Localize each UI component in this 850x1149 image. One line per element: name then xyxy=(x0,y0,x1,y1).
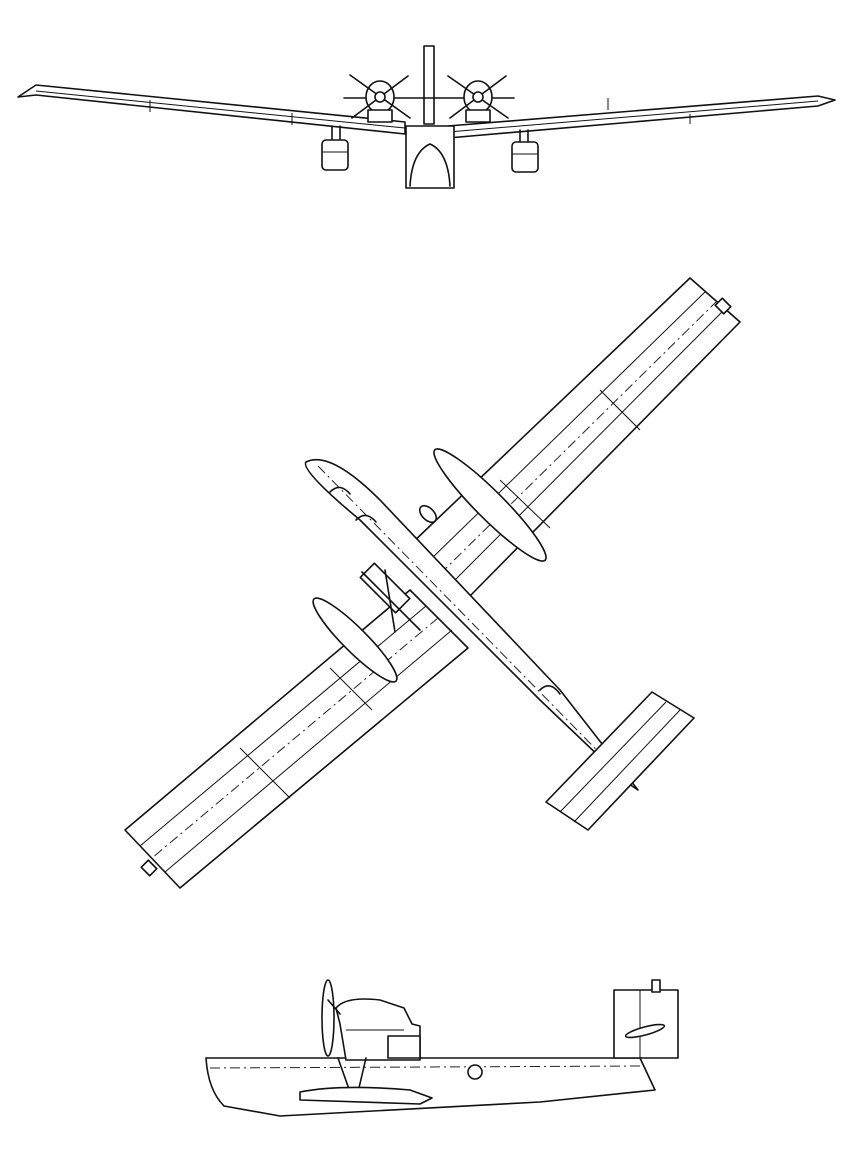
plan-left-propeller xyxy=(312,597,398,683)
front-right-engine xyxy=(447,75,509,123)
front-hull xyxy=(405,125,455,189)
side-tail-fin xyxy=(613,979,679,1059)
plan-right-propeller xyxy=(433,448,547,562)
plan-view xyxy=(124,277,741,889)
side-float xyxy=(299,1057,433,1105)
plan-hull xyxy=(304,458,639,791)
front-left-engine xyxy=(349,74,411,123)
side-propeller xyxy=(321,979,341,1057)
plan-tailplane xyxy=(545,691,695,831)
side-hull xyxy=(205,1057,656,1117)
side-engine-nacelle xyxy=(335,998,421,1061)
plan-left-wing xyxy=(124,589,469,889)
front-right-float xyxy=(511,129,539,173)
front-view xyxy=(17,45,836,189)
plan-engine-nacelle xyxy=(359,504,438,633)
front-left-wing xyxy=(17,84,406,135)
plan-right-wing xyxy=(409,277,741,599)
front-tail-fin xyxy=(423,45,435,125)
side-view xyxy=(205,979,679,1117)
front-left-float xyxy=(321,125,349,171)
